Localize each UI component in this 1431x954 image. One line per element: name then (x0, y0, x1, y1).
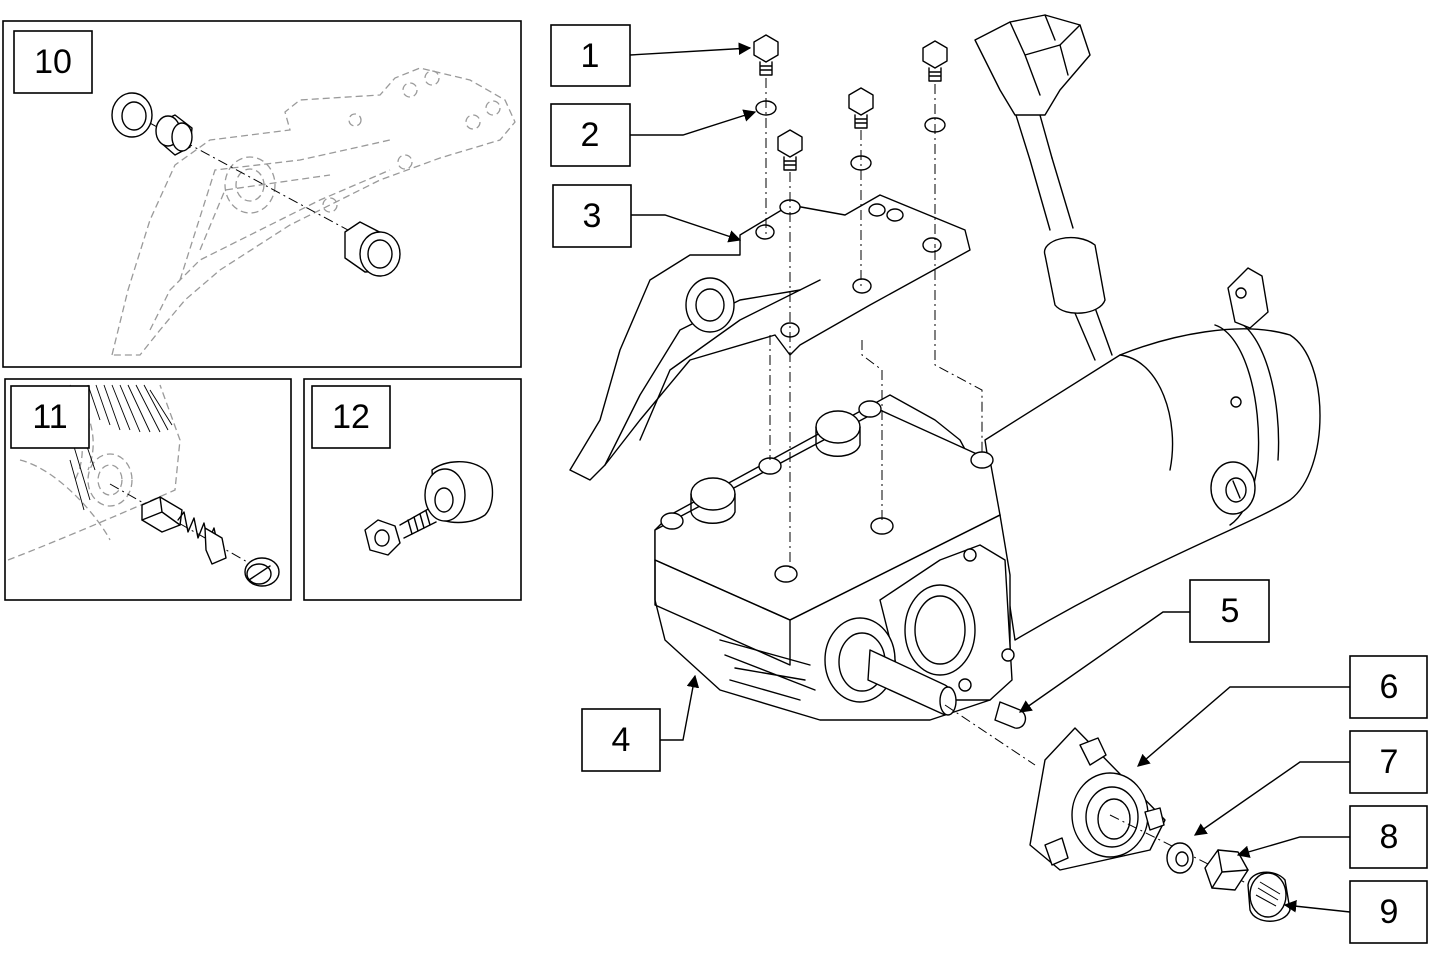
svg-text:6: 6 (1380, 668, 1399, 706)
callout-label-5: 5 (1189, 579, 1270, 643)
detail-panel-10 (2, 20, 522, 368)
callout-label-6: 6 (1349, 655, 1428, 719)
svg-text:8: 8 (1380, 818, 1399, 856)
svg-text:11: 11 (32, 398, 67, 436)
callout-label-12: 12 (311, 385, 391, 449)
callout-label-4: 4 (581, 708, 661, 772)
callout-label-11: 11 (10, 385, 90, 449)
svg-text:7: 7 (1380, 743, 1399, 781)
svg-text:9: 9 (1380, 893, 1399, 931)
svg-text:2: 2 (581, 116, 600, 154)
main-assembly (569, 14, 1321, 922)
svg-text:12: 12 (332, 398, 370, 436)
callout-label-7: 7 (1349, 730, 1428, 794)
callout-label-1: 1 (550, 24, 631, 87)
svg-text:4: 4 (612, 721, 631, 759)
svg-text:3: 3 (583, 197, 602, 235)
callout-label-9: 9 (1349, 880, 1428, 944)
svg-text:5: 5 (1221, 592, 1240, 630)
callout-label-10: 10 (13, 30, 93, 94)
callout-label-8: 8 (1349, 805, 1428, 869)
detail-panel-12 (303, 378, 522, 601)
svg-text:1: 1 (581, 37, 600, 75)
callout-leaders (629, 42, 1351, 913)
callout-label-2: 2 (550, 103, 631, 167)
callout-label-3: 3 (552, 184, 632, 248)
svg-text:10: 10 (34, 43, 72, 81)
